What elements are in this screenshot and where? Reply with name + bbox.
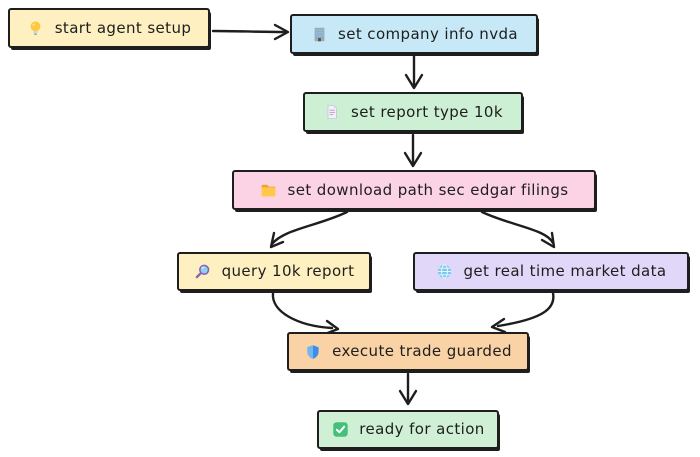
arrowhead-download-to-query [269,231,285,249]
arrow-start-to-company [211,29,287,34]
node-label: start agent setup [54,18,192,37]
globe-icon [435,263,453,281]
node-label: set download path sec edgar filings [287,180,569,199]
node-label: ready for action [359,420,485,438]
arrow-query-to-trade [271,291,334,330]
shield-icon [304,343,322,361]
arrow-download-to-market [480,210,555,245]
node-ready-for-action[interactable]: ready for action [317,410,499,449]
arrowhead-trade-to-ready [398,389,418,406]
node-label: set company info nvda [338,24,518,43]
node-label: execute trade guarded [332,342,512,360]
arrowhead-report-to-download [403,151,423,168]
node-label: get real time market data [463,262,667,280]
node-start-agent-setup[interactable]: start agent setup [8,8,210,48]
folder-icon [260,181,278,199]
check-icon [331,421,349,439]
arrow-market-to-trade [496,291,555,328]
node-label: set report type 10k [351,102,503,121]
node-set-download-path[interactable]: set download path sec edgar filings [232,170,596,210]
node-query-10k-report[interactable]: query 10k report [177,252,371,291]
arrowhead-company-to-report [404,73,424,90]
node-get-market-data[interactable]: get real time market data [413,252,689,291]
node-label: query 10k report [221,262,355,280]
node-set-company-info[interactable]: set company info nvda [290,14,538,54]
node-execute-trade[interactable]: execute trade guarded [287,332,529,371]
document-icon [323,103,341,121]
arrowhead-download-to-market [540,231,556,249]
office-building-icon [310,25,328,43]
arrowhead-market-to-trade [490,317,507,334]
arrowhead-start-to-company [273,23,290,41]
arrow-download-to-query [270,210,349,246]
node-set-report-type[interactable]: set report type 10k [303,92,523,132]
magnifier-icon [194,263,212,281]
lightbulb-icon [27,19,45,37]
